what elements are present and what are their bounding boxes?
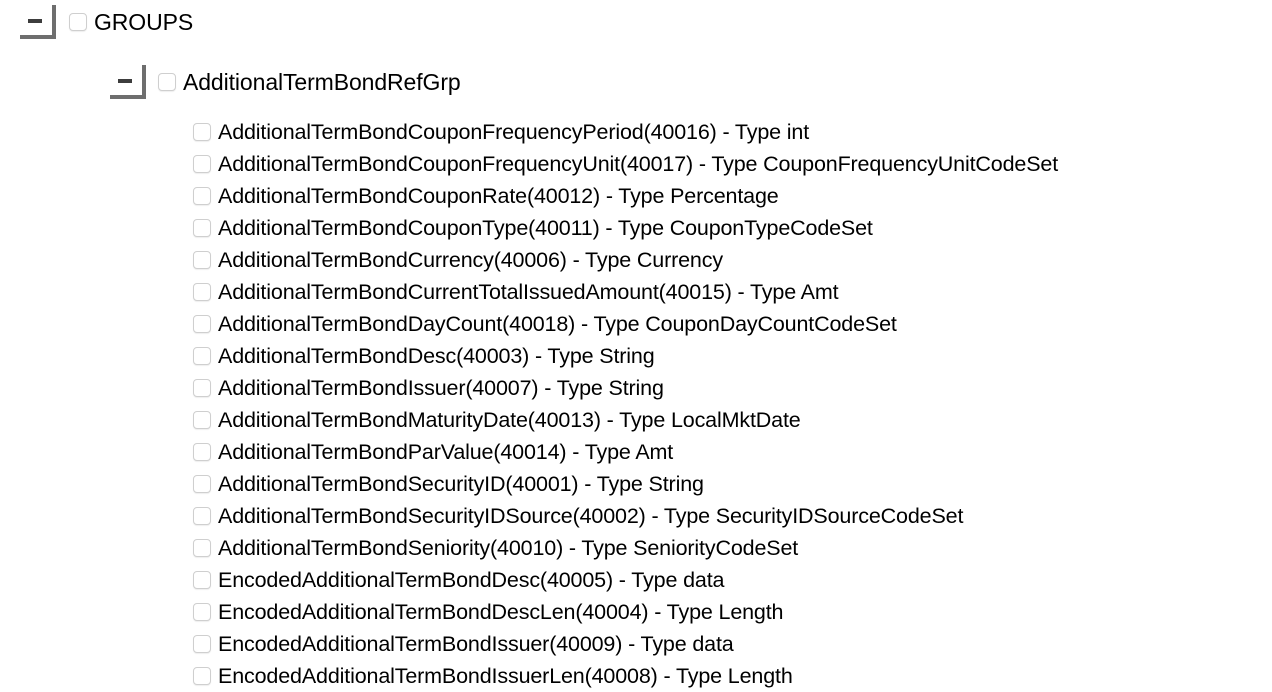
checkbox-field[interactable] — [193, 251, 211, 269]
tree-node-groups[interactable]: GROUPS — [20, 5, 193, 39]
field-list-item[interactable]: AdditionalTermBondCurrentTotalIssuedAmou… — [193, 276, 1058, 308]
field-list-item[interactable]: AdditionalTermBondSeniority(40010) - Typ… — [193, 532, 1058, 564]
field-list-item[interactable]: AdditionalTermBondCouponFrequencyPeriod(… — [193, 116, 1058, 148]
field-list: AdditionalTermBondCouponFrequencyPeriod(… — [193, 116, 1058, 692]
field-list-item[interactable]: EncodedAdditionalTermBondIssuerLen(40008… — [193, 660, 1058, 692]
checkbox-field[interactable] — [193, 315, 211, 333]
minus-glyph-icon — [118, 79, 132, 83]
field-list-item[interactable]: AdditionalTermBondIssuer(40007) - Type S… — [193, 372, 1058, 404]
field-list-item[interactable]: EncodedAdditionalTermBondIssuer(40009) -… — [193, 628, 1058, 660]
field-list-item-label: AdditionalTermBondCouponFrequencyPeriod(… — [218, 120, 810, 144]
field-list-item[interactable]: AdditionalTermBondCouponFrequencyUnit(40… — [193, 148, 1058, 180]
checkbox-field[interactable] — [193, 635, 211, 653]
field-list-item[interactable]: AdditionalTermBondSecurityID(40001) - Ty… — [193, 468, 1058, 500]
field-list-item-label: AdditionalTermBondCouponRate(40012) - Ty… — [218, 184, 779, 208]
field-list-item-label: AdditionalTermBondMaturityDate(40013) - … — [218, 408, 801, 432]
field-list-item[interactable]: EncodedAdditionalTermBondDesc(40005) - T… — [193, 564, 1058, 596]
checkbox-field[interactable] — [193, 603, 211, 621]
tree-node-groups-label: GROUPS — [94, 9, 194, 35]
field-list-item-label: AdditionalTermBondCouponType(40011) - Ty… — [218, 216, 873, 240]
field-list-item[interactable]: AdditionalTermBondCurrency(40006) - Type… — [193, 244, 1058, 276]
tree-node-additionaltermbondrefgrp[interactable]: AdditionalTermBondRefGrp — [110, 65, 461, 99]
field-list-item-label: EncodedAdditionalTermBondIssuer(40009) -… — [218, 632, 734, 656]
checkbox-field[interactable] — [193, 187, 211, 205]
field-list-item-label: AdditionalTermBondIssuer(40007) - Type S… — [218, 376, 664, 400]
field-list-item-label: AdditionalTermBondDayCount(40018) - Type… — [218, 312, 897, 336]
checkbox-field[interactable] — [193, 123, 211, 141]
checkbox-field[interactable] — [193, 155, 211, 173]
minus-glyph-icon — [28, 19, 42, 23]
field-list-item-label: AdditionalTermBondSecurityIDSource(40002… — [218, 504, 964, 528]
checkbox-field[interactable] — [193, 475, 211, 493]
field-list-item[interactable]: AdditionalTermBondCouponType(40011) - Ty… — [193, 212, 1058, 244]
field-list-item[interactable]: AdditionalTermBondParValue(40014) - Type… — [193, 436, 1058, 468]
checkbox-field[interactable] — [193, 507, 211, 525]
field-list-item[interactable]: AdditionalTermBondMaturityDate(40013) - … — [193, 404, 1058, 436]
field-list-item-label: EncodedAdditionalTermBondDescLen(40004) … — [218, 600, 784, 624]
collapse-expander-groups-icon[interactable] — [20, 5, 56, 39]
field-list-item-label: AdditionalTermBondSecurityID(40001) - Ty… — [218, 472, 704, 496]
field-list-item[interactable]: AdditionalTermBondSecurityIDSource(40002… — [193, 500, 1058, 532]
checkbox-field[interactable] — [193, 347, 211, 365]
collapse-expander-additionaltermbondrefgrp-icon[interactable] — [110, 65, 146, 99]
field-list-item[interactable]: AdditionalTermBondDesc(40003) - Type Str… — [193, 340, 1058, 372]
checkbox-field[interactable] — [193, 539, 211, 557]
field-list-item-label: AdditionalTermBondCurrency(40006) - Type… — [218, 248, 723, 272]
checkbox-field[interactable] — [193, 443, 211, 461]
checkbox-field[interactable] — [193, 219, 211, 237]
field-list-item-label: AdditionalTermBondDesc(40003) - Type Str… — [218, 344, 655, 368]
checkbox-field[interactable] — [193, 667, 211, 685]
checkbox-field[interactable] — [193, 283, 211, 301]
checkbox-groups[interactable] — [69, 13, 87, 31]
field-list-item-label: AdditionalTermBondCouponFrequencyUnit(40… — [218, 152, 1059, 176]
field-list-item-label: AdditionalTermBondSeniority(40010) - Typ… — [218, 536, 799, 560]
tree-node-additionaltermbondrefgrp-label: AdditionalTermBondRefGrp — [183, 69, 461, 95]
checkbox-additionaltermbondrefgrp[interactable] — [158, 73, 176, 91]
field-list-item[interactable]: AdditionalTermBondCouponRate(40012) - Ty… — [193, 180, 1058, 212]
field-list-item-label: AdditionalTermBondCurrentTotalIssuedAmou… — [218, 280, 839, 304]
field-list-item[interactable]: AdditionalTermBondDayCount(40018) - Type… — [193, 308, 1058, 340]
field-list-item-label: AdditionalTermBondParValue(40014) - Type… — [218, 440, 674, 464]
field-list-item-label: EncodedAdditionalTermBondIssuerLen(40008… — [218, 664, 793, 688]
checkbox-field[interactable] — [193, 379, 211, 397]
field-list-item-label: EncodedAdditionalTermBondDesc(40005) - T… — [218, 568, 725, 592]
checkbox-field[interactable] — [193, 571, 211, 589]
field-list-item[interactable]: EncodedAdditionalTermBondDescLen(40004) … — [193, 596, 1058, 628]
checkbox-field[interactable] — [193, 411, 211, 429]
